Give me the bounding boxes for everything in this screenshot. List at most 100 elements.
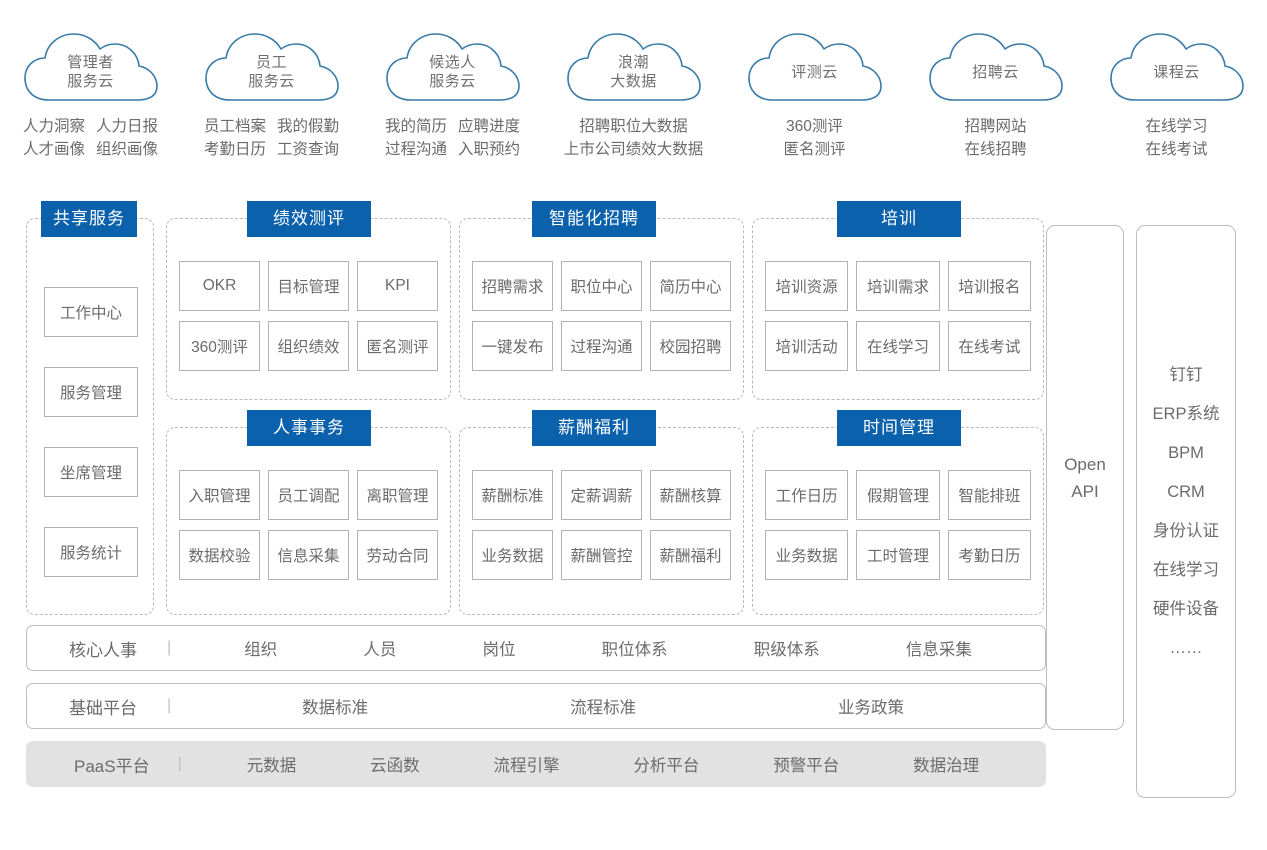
module-cell[interactable]: 薪酬管控: [561, 530, 642, 580]
cloud-item[interactable]: 工资查询: [277, 141, 340, 158]
bar-item[interactable]: 人员: [363, 641, 397, 659]
module-cell[interactable]: 业务数据: [765, 530, 849, 580]
cloud-item[interactable]: 在线学习: [1145, 118, 1208, 135]
module-cell[interactable]: 薪酬核算: [650, 470, 731, 520]
integration-item[interactable]: 硬件设备: [1153, 599, 1219, 618]
bar-paas-separator: |: [177, 755, 182, 772]
module-cell[interactable]: 360测评: [179, 321, 260, 371]
bar-item[interactable]: 元数据: [246, 757, 297, 775]
bar-base-platform[interactable]: 基础平台 | 数据标准流程标准业务政策: [26, 683, 1046, 729]
module-cell[interactable]: 招聘需求: [472, 261, 553, 311]
cloud-item[interactable]: 人力洞察: [22, 118, 85, 135]
module-cell[interactable]: 一键发布: [472, 321, 553, 371]
cloud-item-list: 人力洞察人力日报人才画像组织画像: [23, 115, 158, 161]
integration-item[interactable]: 身份认证: [1153, 521, 1219, 540]
cloud-item[interactable]: 在线考试: [1145, 141, 1208, 158]
module-cell[interactable]: 假期管理: [856, 470, 940, 520]
open-api-column[interactable]: Open API: [1046, 225, 1124, 730]
cloud-column-1: 员工服务云员工档案我的假勤考勤日历工资查询: [181, 28, 362, 188]
module-group-3[interactable]: 人事事务入职管理员工调配离职管理数据校验信息采集劳动合同: [166, 410, 451, 615]
bar-core-hr[interactable]: 核心人事 | 组织人员岗位职位体系职级体系信息采集: [26, 625, 1046, 671]
module-cell[interactable]: 入职管理: [179, 470, 260, 520]
shared-item-3[interactable]: 服务统计: [44, 527, 138, 577]
module-cell[interactable]: 职位中心: [561, 261, 642, 311]
bar-paas-platform[interactable]: PaaS平台 | 元数据云函数流程引擎分析平台预警平台数据治理: [26, 741, 1046, 787]
module-cell[interactable]: 员工调配: [268, 470, 349, 520]
bar-item[interactable]: 分析平台: [633, 757, 700, 775]
bar-item[interactable]: 数据标准: [302, 699, 369, 717]
integrations-column[interactable]: 钉钉 ERP系统 BPM CRM 身份认证在线学习硬件设备 ……: [1136, 225, 1236, 798]
cloud-item[interactable]: 入职预约: [458, 141, 521, 158]
shared-item-1[interactable]: 服务管理: [44, 367, 138, 417]
bar-item[interactable]: 信息采集: [905, 641, 972, 659]
module-cell[interactable]: 目标管理: [268, 261, 349, 311]
cloud-item[interactable]: 招聘职位大数据: [579, 118, 688, 135]
module-cell[interactable]: 工时管理: [856, 530, 940, 580]
module-cell[interactable]: 培训报名: [947, 261, 1031, 311]
module-cell[interactable]: 薪酬福利: [650, 530, 731, 580]
module-cell[interactable]: 过程沟通: [561, 321, 642, 371]
module-group-2[interactable]: 培训培训资源培训需求培训报名培训活动在线学习在线考试: [752, 201, 1044, 400]
module-cell[interactable]: 培训需求: [856, 261, 940, 311]
bar-item[interactable]: 组织: [244, 641, 278, 659]
cloud-item[interactable]: 员工档案: [203, 118, 266, 135]
module-cell[interactable]: 工作日历: [765, 470, 849, 520]
cloud-item[interactable]: 组织画像: [96, 141, 159, 158]
cloud-item[interactable]: 人才画像: [22, 141, 85, 158]
cloud-item[interactable]: 匿名测评: [783, 141, 846, 158]
cloud-item[interactable]: 过程沟通: [384, 141, 447, 158]
shared-item-2[interactable]: 坐席管理: [44, 447, 138, 497]
module-group-4[interactable]: 薪酬福利薪酬标准定薪调薪薪酬核算业务数据薪酬管控薪酬福利: [459, 410, 744, 615]
bar-item[interactable]: 流程标准: [570, 699, 637, 717]
module-cell[interactable]: 离职管理: [357, 470, 438, 520]
module-cell[interactable]: 培训资源: [765, 261, 849, 311]
module-cell[interactable]: 匿名测评: [357, 321, 438, 371]
bar-item[interactable]: 数据治理: [913, 757, 980, 775]
module-cell[interactable]: 信息采集: [268, 530, 349, 580]
module-group-5[interactable]: 时间管理工作日历假期管理智能排班业务数据工时管理考勤日历: [752, 410, 1044, 615]
module-cell[interactable]: 简历中心: [650, 261, 731, 311]
bar-item[interactable]: 职级体系: [753, 641, 820, 659]
module-cell[interactable]: 薪酬标准: [472, 470, 553, 520]
cloud-item[interactable]: 360测评: [786, 118, 843, 135]
module-cell[interactable]: 组织绩效: [268, 321, 349, 371]
module-cell[interactable]: 考勤日历: [947, 530, 1031, 580]
module-cell[interactable]: 培训活动: [765, 321, 849, 371]
bar-item[interactable]: 岗位: [482, 641, 516, 659]
cloud-item[interactable]: 我的简历: [384, 118, 447, 135]
module-cell[interactable]: 在线学习: [856, 321, 940, 371]
shared-services-column[interactable]: 共享服务 工作中心 服务管理 坐席管理 服务统计: [26, 201, 154, 615]
module-cell[interactable]: KPI: [357, 261, 438, 311]
integration-item[interactable]: ERP系统: [1152, 404, 1220, 423]
bar-item[interactable]: 流程引擎: [493, 757, 560, 775]
module-cell[interactable]: 定薪调薪: [561, 470, 642, 520]
cloud-item[interactable]: 上市公司绩效大数据: [563, 141, 704, 158]
module-cell[interactable]: 智能排班: [947, 470, 1031, 520]
integration-item[interactable]: 钉钉: [1169, 365, 1203, 384]
cloud-item[interactable]: 在线招聘: [964, 141, 1027, 158]
cloud-item[interactable]: 应聘进度: [458, 118, 521, 135]
bar-item[interactable]: 职位体系: [601, 641, 668, 659]
bar-item[interactable]: 云函数: [370, 757, 420, 775]
module-cell[interactable]: 劳动合同: [357, 530, 438, 580]
module-cell[interactable]: 在线考试: [947, 321, 1031, 371]
cloud-item[interactable]: 考勤日历: [203, 141, 266, 158]
module-cell[interactable]: 业务数据: [472, 530, 553, 580]
bar-item[interactable]: 业务政策: [838, 699, 904, 717]
module-group-1[interactable]: 智能化招聘招聘需求职位中心简历中心一键发布过程沟通校园招聘: [459, 201, 744, 400]
cloud-item[interactable]: 招聘网站: [964, 118, 1027, 135]
integration-item[interactable]: CRM: [1167, 482, 1205, 501]
integration-item[interactable]: 在线学习: [1153, 560, 1219, 579]
bar-item[interactable]: 预警平台: [773, 757, 840, 775]
cloud-item[interactable]: 人力日报: [96, 118, 159, 135]
module-cell[interactable]: OKR: [179, 261, 260, 311]
cloud-item[interactable]: 我的假勤: [277, 118, 340, 135]
integration-item[interactable]: ……: [1169, 638, 1203, 657]
integration-item[interactable]: BPM: [1168, 443, 1204, 462]
module-cell[interactable]: 校园招聘: [650, 321, 731, 371]
cloud-icon: 浪潮大数据: [564, 28, 704, 106]
module-cell[interactable]: 数据校验: [179, 530, 260, 580]
shared-item-0[interactable]: 工作中心: [44, 287, 138, 337]
